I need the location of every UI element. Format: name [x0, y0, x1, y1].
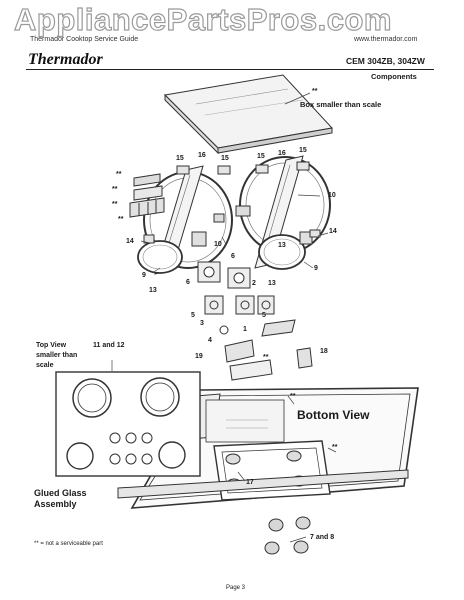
top-view-parts-label: 11 and 12: [93, 342, 125, 349]
part-label-14-left: 14: [126, 238, 134, 245]
header-left-text: Thermador Cooktop Service Guide: [30, 36, 139, 43]
top-view: [55, 371, 201, 477]
right-heating-element: [235, 155, 331, 270]
brand-logo: Thermador: [28, 51, 103, 68]
element-tray: [213, 440, 331, 501]
part-label-14-right: 14: [329, 228, 337, 235]
box-outline: [163, 74, 333, 155]
part-label-5-right: 5: [262, 312, 266, 319]
left-parts-marker-a: **: [116, 171, 122, 178]
bottom-view-label: Bottom View: [297, 408, 370, 422]
section-title: Components: [371, 72, 417, 81]
part-label-10-left: 10: [214, 241, 222, 248]
part-label-16a: 16: [198, 152, 206, 159]
part-label-13-center: 13: [268, 280, 276, 287]
model-number: CEM 304ZB, 304ZW: [346, 56, 425, 66]
top-view-label-3: scale: [36, 362, 54, 369]
tray-marker: **: [332, 444, 338, 451]
leader-lines: [111, 92, 337, 543]
part-label-5-left: 5: [191, 312, 195, 319]
lower-switches: [204, 295, 296, 337]
part-label-15a: 15: [176, 155, 184, 162]
part-label-16b: 16: [278, 150, 286, 157]
glued-glass-label-2: Assembly: [34, 499, 77, 509]
bottom-view-marker: **: [290, 393, 296, 400]
part-label-13-left: 13: [149, 287, 157, 294]
part-label-19: 19: [195, 353, 203, 360]
left-parts-marker-b: **: [112, 186, 118, 193]
part-label-15c: 15: [257, 153, 265, 160]
part-label-17: 17: [246, 479, 254, 486]
part-label-15d: 15: [299, 147, 307, 154]
part-label-13-right: 13: [278, 242, 286, 249]
part-label-9-left: 9: [142, 272, 146, 279]
part-label-3: 3: [200, 320, 204, 327]
part-label-2: 2: [252, 280, 256, 287]
infinite-switches: [197, 261, 251, 289]
knobs-label: 7 and 8: [310, 534, 335, 541]
part-label-1: 1: [243, 326, 247, 333]
top-view-label-2: smaller than: [36, 352, 78, 359]
part-label-9-right: 9: [314, 265, 318, 272]
watermark: AppliancePartsPros.com: [13, 1, 392, 37]
left-parts-marker-c: **: [112, 201, 118, 208]
left-parts-marker-d: **: [118, 216, 124, 223]
control-knobs: [264, 516, 311, 555]
plate-marker: **: [263, 354, 269, 361]
top-view-label-1: Top View: [36, 342, 67, 349]
part-label-6-top: 6: [231, 253, 235, 260]
page-number: Page 3: [226, 585, 246, 591]
part-label-4: 4: [208, 337, 212, 344]
footnote: ** = not a serviceable part: [34, 541, 103, 547]
header-rule: [26, 69, 434, 71]
part-label-10-right: 10: [328, 192, 336, 199]
header-right-text: www.thermador.com: [354, 36, 418, 43]
part-label-18: 18: [320, 348, 328, 355]
glued-glass-label-1: Glued Glass: [34, 488, 87, 498]
part-label-15b: 15: [221, 155, 229, 162]
part-label-6-left: 6: [186, 279, 190, 286]
box-marker: **: [312, 88, 318, 95]
box-note: Box smaller than scale: [300, 100, 382, 109]
left-small-parts: [129, 173, 165, 244]
